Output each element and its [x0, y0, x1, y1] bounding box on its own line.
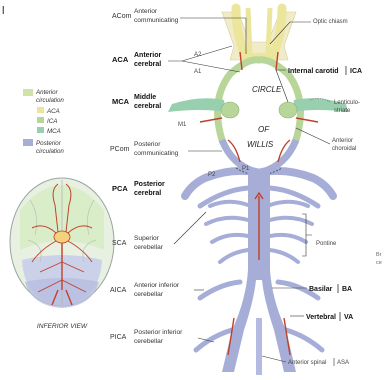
sca-label-1: Superior [134, 235, 160, 242]
legend-swatch-mca [37, 127, 44, 133]
legend-mca-label: MCA [47, 128, 61, 135]
aca-label-2: cerebral [134, 61, 161, 68]
basilar-label: Basilar [309, 286, 333, 293]
legend-aca-label: ACA [46, 108, 60, 115]
anterior-spinal-label: Anterior spinal [288, 360, 326, 366]
segment-p2: P2 [208, 172, 216, 178]
pca-label-1: Posterior [134, 181, 165, 188]
cut-off-text-2: ce [376, 260, 382, 266]
pica-label-1: Posterior inferior [134, 329, 183, 336]
pca-label-2: cerebral [134, 190, 161, 197]
inner-of: OF [258, 125, 270, 134]
sca-label-2: cerebellar [134, 244, 164, 251]
pcom-label-2: communicating [134, 150, 179, 157]
mca-label-2: cerebral [134, 103, 161, 110]
anterior-choroidal-leader [296, 128, 330, 144]
segment-m1: M1 [178, 122, 187, 128]
ica-right-stump [279, 102, 297, 118]
va-abbr: VA [344, 314, 353, 321]
mca-label-1: Middle [134, 94, 156, 101]
legend-posterior-label-2: circulation [36, 148, 64, 155]
ica-left-stump [221, 102, 239, 118]
legend-swatch-anterior [23, 89, 33, 96]
pcom-abbr: PCom [110, 146, 130, 153]
legend-ica-label: ICA [47, 118, 57, 125]
segment-a1: A1 [194, 69, 202, 75]
segment-p1: P1 [242, 166, 250, 172]
cut-off-text-1: Br [376, 252, 382, 258]
legend-swatch-posterior [23, 139, 33, 146]
sca-abbr: SCA [112, 240, 127, 247]
pica-abbr: PICA [110, 334, 127, 341]
ba-abbr: BA [342, 286, 352, 293]
aca-leader [168, 46, 240, 72]
mca-left-vessel [168, 98, 226, 112]
pica-label-2: cerebellar [134, 338, 164, 345]
aca-abbr: ACA [112, 55, 129, 64]
pca-abbr: PCA [112, 184, 128, 193]
corner-letter: l [2, 5, 4, 17]
acom-abbr: ACom [112, 13, 132, 20]
inner-willis: WILLIS [247, 140, 274, 149]
asa-abbr: ASA [337, 360, 349, 366]
anterior-choroidal-label-2: choroidal [332, 146, 356, 152]
legend-swatch-aca [37, 107, 44, 113]
legend-swatch-ica [37, 117, 44, 123]
legend-anterior-label-1: Anterior [35, 89, 59, 96]
ica-abbr: ICA [350, 68, 362, 75]
legend: Anterior circulation ACA ICA MCA Posteri… [23, 89, 64, 155]
anterior-choroidal-label-1: Anterior [332, 138, 353, 144]
acom-label-2: communicating [134, 17, 179, 24]
inferior-view-caption: INFERIOR VIEW [37, 323, 88, 330]
lenticulostriate-label-2: striate [334, 108, 351, 114]
vertebral-label: Vertebral [306, 314, 336, 321]
lenticulostriate-label-1: Lenticulo- [334, 100, 360, 106]
aica-branches [200, 282, 318, 298]
legend-anterior-label-2: circulation [36, 97, 64, 104]
mca-abbr: MCA [112, 97, 130, 106]
optic-chiasm-label: Optic chiasm [313, 19, 348, 25]
inner-circle: CIRCLE [252, 85, 282, 94]
pcom-label-1: Posterior [134, 141, 161, 148]
aica-label-2: cerebellar [134, 291, 164, 298]
aica-abbr: AICA [110, 287, 127, 294]
aca-label-1: Anterior [134, 52, 162, 59]
brain-inferior-view: INFERIOR VIEW [10, 178, 114, 330]
left-labels: ACom Anterior communicating ACA Anterior… [110, 8, 246, 345]
sca-leader [174, 212, 206, 244]
pontine-label: Pontine [316, 241, 337, 247]
brain-circle-of-willis [54, 231, 70, 243]
anterior-spinal-artery [256, 318, 262, 375]
legend-posterior-label-1: Posterior [36, 140, 62, 147]
internal-carotid-label: Internal carotid [288, 68, 339, 75]
acom-label-1: Anterior [134, 8, 158, 15]
aica-label-1: Anterior inferior [134, 282, 180, 289]
